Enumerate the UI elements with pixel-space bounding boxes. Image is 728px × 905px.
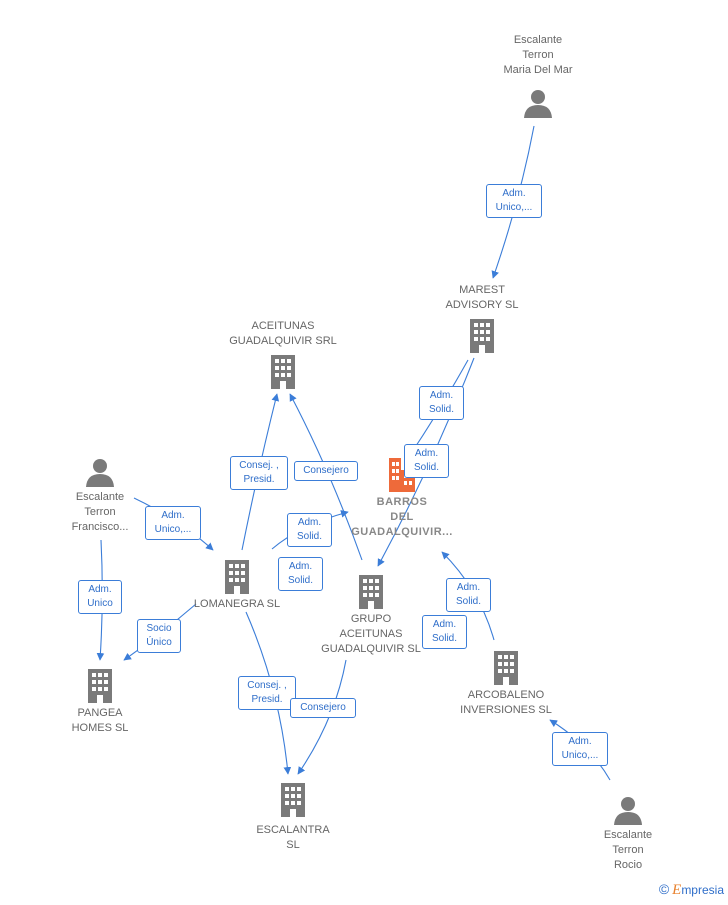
edge-label-francisco-lomanegra[interactable]: Adm. Unico,... — [145, 506, 201, 540]
company-label: GRUPO ACEITUNAS GUADALQUIVIR SL — [321, 613, 421, 655]
brand-footer[interactable]: ©Empresia — [659, 881, 724, 899]
edge-label-lomanegra-aceitunas[interactable]: Consej. , Presid. — [230, 456, 288, 490]
person-node-escalante-francisco[interactable]: Escalante Terron Francisco... — [45, 457, 155, 535]
edge-label-arcobaleno-barros-2[interactable]: Adm. Solid. — [422, 615, 467, 649]
company-node-marest[interactable]: MAREST ADVISORY SL — [422, 283, 542, 353]
person-label: Escalante Terron Rocio — [603, 829, 653, 871]
company-node-barros-focus[interactable]: BARROS DEL GUADALQUIVIR... — [336, 458, 468, 540]
company-node-pangea[interactable]: PANGEA HOMES SL — [50, 669, 150, 736]
person-node-escalante-maria[interactable]: Escalante Terron Maria Del Mar — [478, 33, 598, 118]
building-icon — [494, 651, 518, 685]
edge-label-marest-barros-2[interactable]: Adm. Solid. — [404, 444, 449, 478]
person-icon — [86, 459, 114, 487]
brand-name: mpresia — [681, 883, 724, 897]
edge-label-lomanegra-escalantra[interactable]: Consej. , Presid. — [238, 676, 296, 710]
company-node-aceitunas-guadalquivir[interactable]: ACEITUNAS GUADALQUIVIR SRL — [213, 319, 353, 389]
edge-label-arcobaleno-barros-1[interactable]: Adm. Solid. — [446, 578, 491, 612]
company-node-lomanegra[interactable]: LOMANEGRA SL — [177, 560, 297, 612]
edge-label-grupo-aceitunas[interactable]: Consejero — [294, 461, 358, 481]
company-label: ARCOBALENO INVERSIONES SL — [460, 689, 552, 716]
edge-label-lomanegra-grupo-1[interactable]: Adm. Solid. — [287, 513, 332, 547]
person-label: Escalante Terron Maria Del Mar — [503, 34, 573, 76]
edge-label-lomanegra-pangea[interactable]: Socio Único — [137, 619, 181, 653]
company-node-grupo-aceitunas[interactable]: GRUPO ACEITUNAS GUADALQUIVIR SL — [306, 575, 436, 657]
building-icon — [271, 355, 295, 389]
building-icon — [88, 669, 112, 703]
building-icon — [470, 319, 494, 353]
company-label: LOMANEGRA SL — [193, 598, 281, 610]
company-label: ACEITUNAS GUADALQUIVIR SRL — [229, 320, 337, 347]
building-icon — [359, 575, 383, 609]
company-label: MAREST ADVISORY SL — [445, 284, 519, 311]
copyright-icon: © — [658, 881, 670, 897]
edge-label-maria-marest[interactable]: Adm. Unico,... — [486, 184, 542, 218]
person-icon — [524, 90, 552, 118]
company-label: ESCALANTRA SL — [256, 824, 330, 851]
edge-label-grupo-escalantra[interactable]: Consejero — [290, 698, 356, 718]
person-label: Escalante Terron Francisco... — [71, 491, 129, 533]
edge-label-rocio-arcobaleno[interactable]: Adm. Unico,... — [552, 732, 608, 766]
edge-label-francisco-pangea[interactable]: Adm. Unico — [78, 580, 122, 614]
company-label: BARROS DEL GUADALQUIVIR... — [351, 496, 453, 538]
building-icon — [281, 783, 305, 817]
company-label: PANGEA HOMES SL — [71, 707, 129, 734]
edge-label-marest-barros-1[interactable]: Adm. Solid. — [419, 386, 464, 420]
company-node-arcobaleno[interactable]: ARCOBALENO INVERSIONES SL — [446, 651, 566, 718]
building-icon — [225, 560, 249, 594]
edge-grupo-escalantra — [297, 659, 347, 775]
company-node-escalantra[interactable]: ESCALANTRA SL — [243, 783, 343, 853]
brand-initial: E — [672, 882, 682, 898]
person-node-escalante-rocio[interactable]: Escalante Terron Rocio — [578, 795, 678, 873]
person-icon — [614, 797, 642, 825]
edge-label-lomanegra-grupo-2[interactable]: Adm. Solid. — [278, 557, 323, 591]
